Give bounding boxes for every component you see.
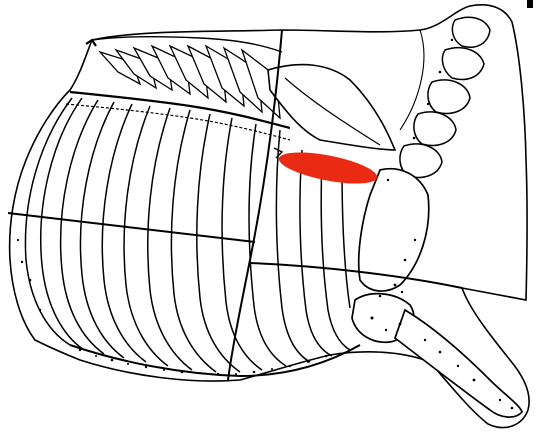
cervical-vertebra (452, 17, 490, 47)
corner-mark (527, 0, 533, 8)
